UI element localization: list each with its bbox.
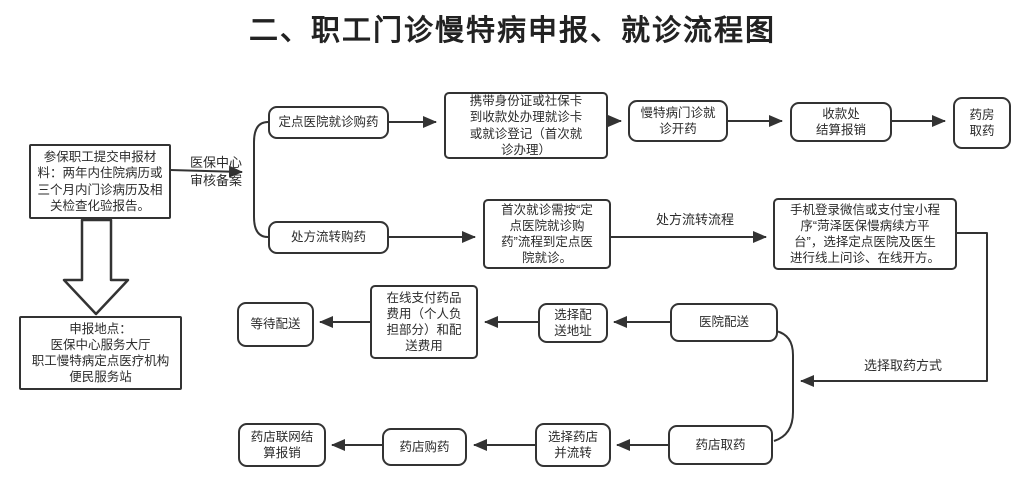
node-submit-materials: 参保职工提交申报材 料：两年内住院病历或 三个月内门诊病历及相 关检查化验报告。 — [29, 144, 171, 219]
node-wait-delivery: 等待配送 — [237, 302, 314, 347]
node-drugstore-pickup: 药店取药 — [668, 425, 773, 465]
node-online-payment: 在线支付药品 费用（个人负 担部分）和配 送费用 — [370, 285, 478, 359]
branch-bracket — [253, 121, 269, 238]
node-first-visit-note: 首次就诊需按“定 点医院就诊购 药”流程到定点医 院就诊。 — [483, 199, 611, 269]
label-audit-record: 医保中心 审核备案 — [189, 155, 242, 188]
node-cashier-settlement: 收款处 结算报销 — [790, 102, 892, 142]
node-hospital-visit-purchase: 定点医院就诊购药 — [268, 106, 389, 139]
node-apply-locations: 申报地点： 医保中心服务大厅 职工慢特病定点医疗机构 便民服务站 — [19, 316, 182, 390]
node-mobile-applet: 手机登录微信或支付宝小程 序“菏泽医保慢病续方平 台”，选择定点医院及医生 进行… — [773, 198, 957, 270]
node-prescription-transfer: 处方流转购药 — [268, 221, 389, 254]
edge-applet-down-left — [800, 232, 988, 387]
page-title: 二、职工门诊慢特病申报、就诊流程图 — [248, 15, 776, 47]
label-choose-pickup-method: 选择取药方式 — [863, 358, 942, 373]
node-chronic-clinic-prescribe: 慢特病门诊就 诊开药 — [628, 100, 728, 142]
label-prescription-flow: 处方流转流程 — [655, 212, 734, 227]
node-pharmacy-dispense: 药房 取药 — [953, 97, 1011, 149]
node-bring-id-card: 携带身份证或社保卡 到收款处办理就诊卡 或就诊登记（首次就 诊办理） — [444, 92, 608, 159]
node-choose-address: 选择配 送地址 — [538, 303, 608, 343]
block-arrow-down — [62, 218, 130, 316]
edge-submit-to-branch — [169, 165, 243, 178]
node-hospital-delivery: 医院配送 — [670, 303, 778, 342]
node-drugstore-purchase: 药店购药 — [382, 428, 467, 466]
node-drugstore-settlement: 药店联网结 算报销 — [238, 423, 326, 467]
pickup-bracket — [773, 330, 794, 442]
node-choose-drugstore: 选择药店 并流转 — [535, 423, 611, 467]
